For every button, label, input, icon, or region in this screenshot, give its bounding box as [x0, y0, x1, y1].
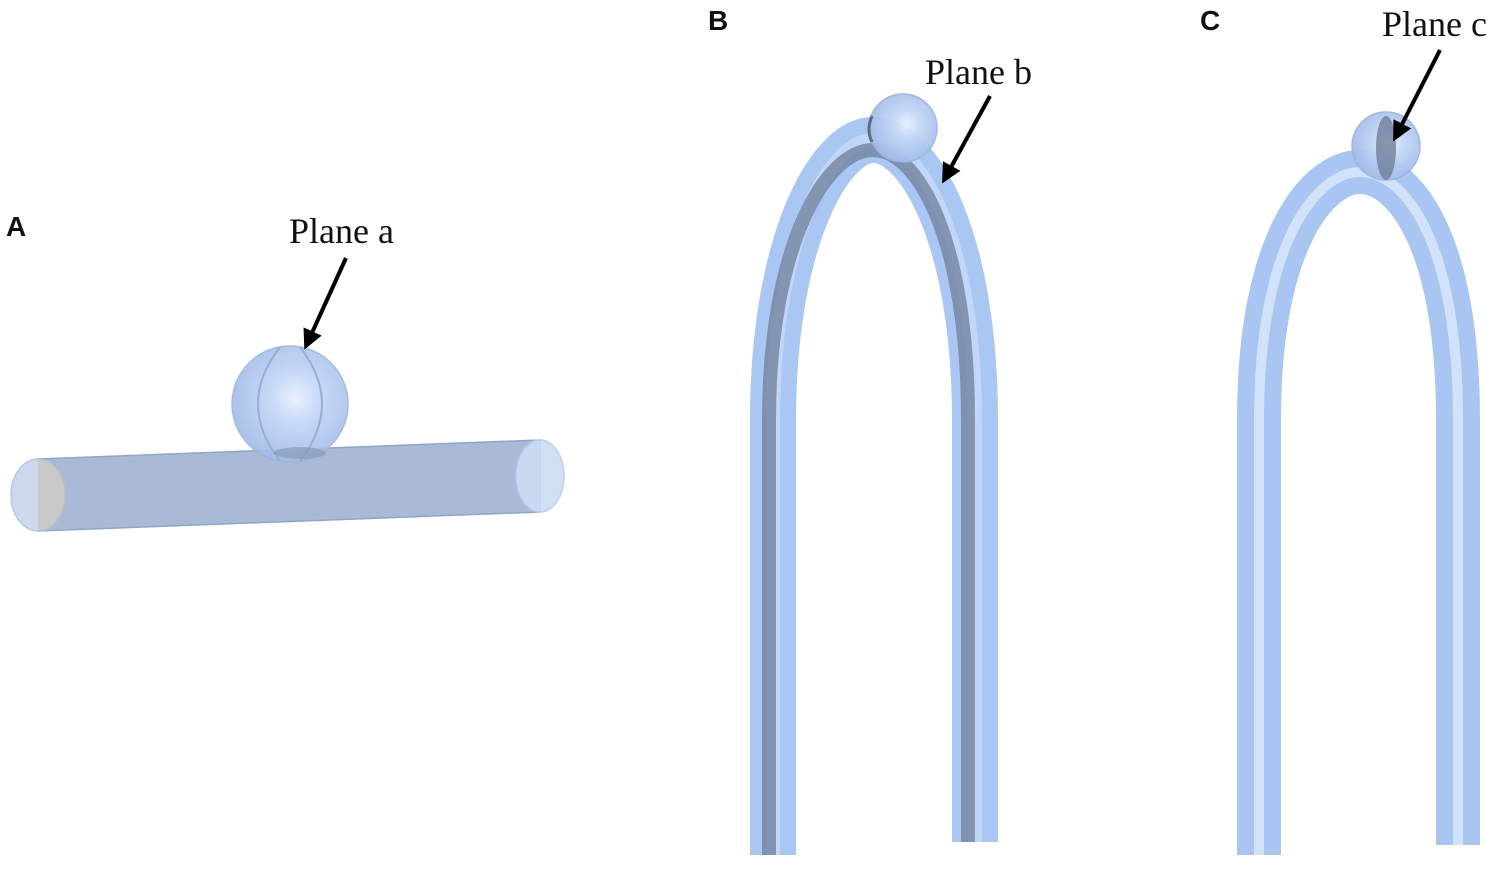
cut-plane-b [762, 142, 975, 855]
cut-plane-c [1376, 116, 1396, 180]
panel-a: A Plane a [6, 211, 565, 532]
sphere-b [867, 93, 938, 163]
arrow-plane-c [1393, 49, 1442, 142]
panel-letter-c: C [1200, 5, 1220, 36]
sphere-a [231, 345, 349, 463]
panel-letter-b: B [708, 5, 728, 36]
panel-letter-a: A [6, 211, 26, 242]
arch-tube-c [1237, 149, 1480, 855]
callout-plane-b: Plane b [925, 52, 1032, 92]
arrow-plane-b [942, 95, 992, 184]
panel-b: B Plane b [708, 5, 1032, 855]
arrow-plane-a [303, 257, 348, 350]
callout-plane-c: Plane c [1382, 4, 1487, 44]
horizontal-cylinder [10, 439, 565, 532]
sphere-c [1351, 111, 1421, 181]
callout-plane-a: Plane a [289, 211, 394, 251]
panel-c: C Plane c [1200, 4, 1487, 855]
arch-tube-b [750, 116, 998, 855]
